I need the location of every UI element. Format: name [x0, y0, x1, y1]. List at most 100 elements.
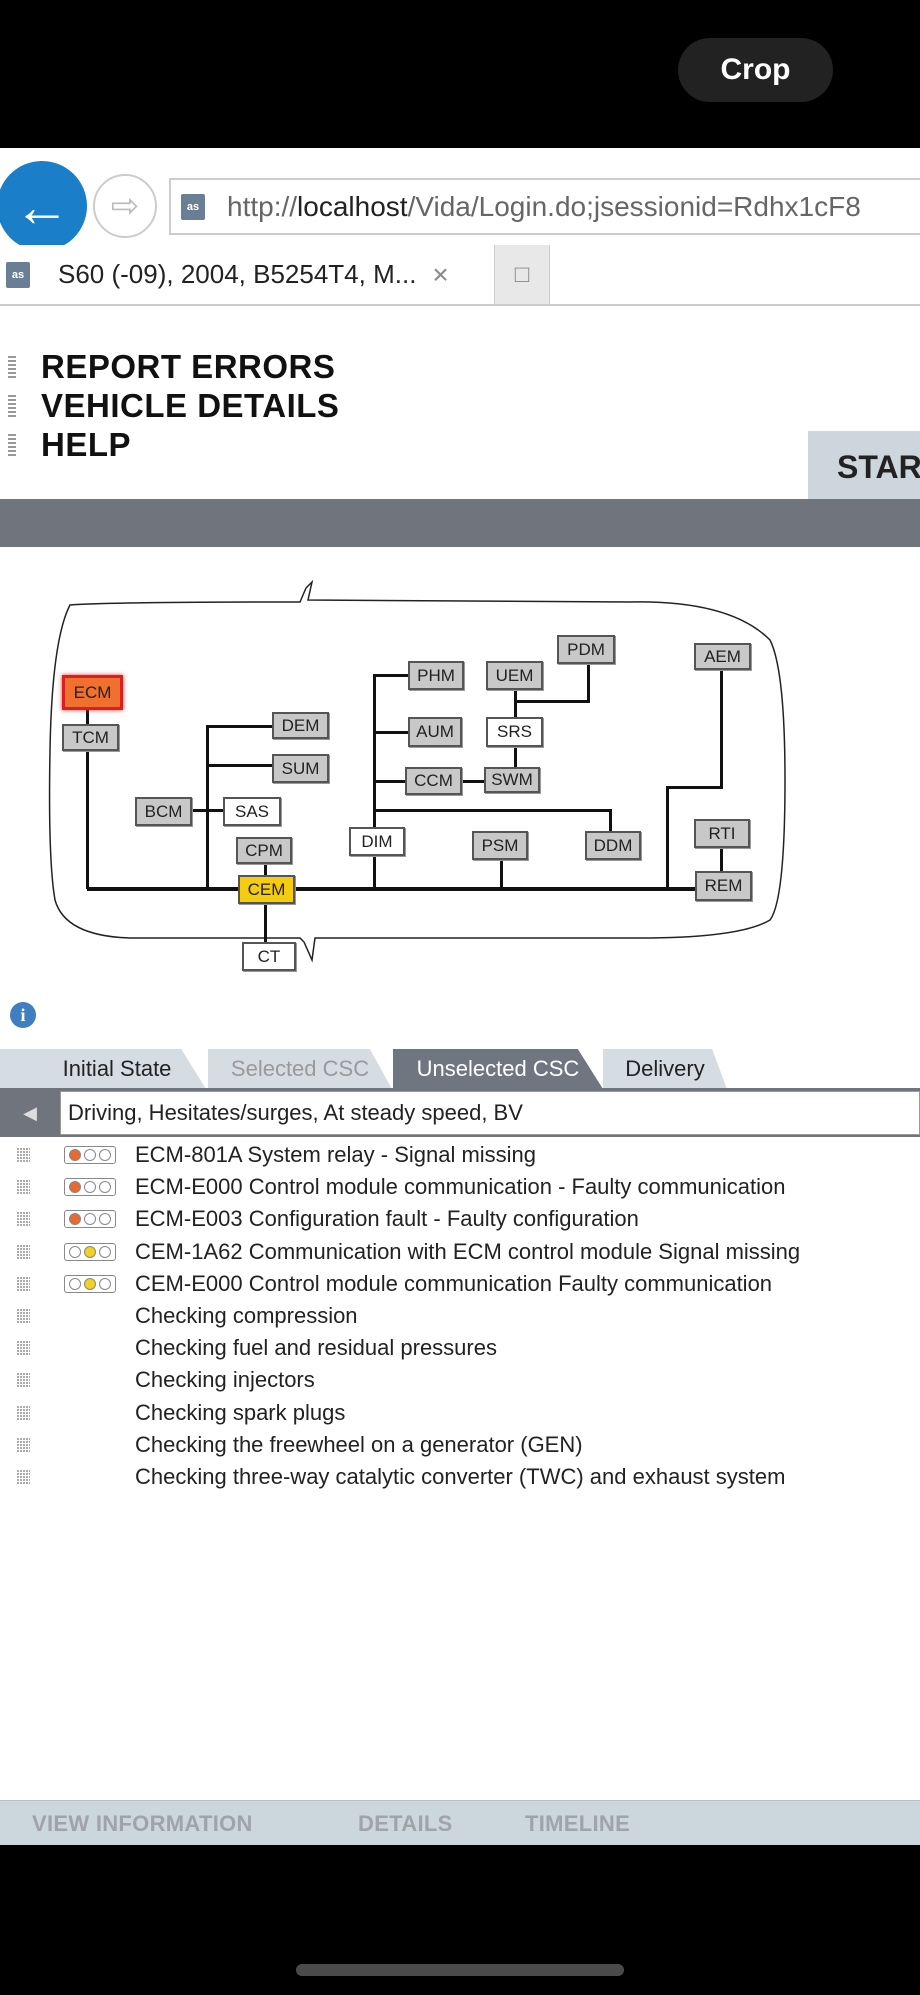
- drag-grip-icon[interactable]: [17, 1180, 30, 1195]
- aem-drop-line: [666, 786, 669, 889]
- module-rti[interactable]: RTI: [694, 819, 750, 848]
- grip-icon: [8, 434, 16, 456]
- module-ddm[interactable]: DDM: [585, 831, 641, 860]
- menu-vehicle-details[interactable]: VEHICLE DETAILS: [8, 387, 339, 425]
- drag-grip-icon[interactable]: [17, 1470, 30, 1484]
- ecm-tcm-line: [86, 710, 89, 889]
- module-srs[interactable]: SRS: [486, 717, 543, 747]
- module-dem[interactable]: DEM: [272, 712, 329, 739]
- list-item[interactable]: Checking fuel and residual pressures: [0, 1333, 920, 1363]
- forward-button[interactable]: ⇨: [93, 174, 157, 238]
- ddm-drop-line: [609, 809, 612, 831]
- menu-report-errors[interactable]: REPORT ERRORS: [8, 348, 335, 386]
- back-button[interactable]: ←: [0, 161, 87, 251]
- aem-line: [720, 670, 723, 788]
- module-tcm[interactable]: TCM: [62, 724, 119, 751]
- info-icon[interactable]: i: [10, 1002, 36, 1028]
- module-swm[interactable]: SWM: [484, 767, 540, 793]
- tab-selected-csc[interactable]: Selected CSC: [208, 1049, 392, 1089]
- car-outline: [48, 580, 786, 963]
- module-cem[interactable]: CEM: [238, 875, 295, 904]
- ccm-swm-line: [462, 780, 484, 783]
- details-button[interactable]: DETAILS: [358, 1811, 453, 1836]
- view-information-button[interactable]: VIEW INFORMATION: [32, 1811, 253, 1836]
- module-dim[interactable]: DIM: [349, 827, 405, 856]
- tab-title: S60 (-09), 2004, B5254T4, M...: [58, 259, 417, 289]
- drag-grip-icon[interactable]: [17, 1309, 30, 1323]
- list-item-text: Checking fuel and residual pressures: [135, 1335, 497, 1361]
- tab-delivery[interactable]: Delivery: [603, 1049, 727, 1089]
- list-item-text: ECM-801A System relay - Signal missing: [135, 1142, 537, 1167]
- list-item[interactable]: CEM-E000 Control module communication Fa…: [0, 1269, 920, 1299]
- new-tab-button[interactable]: □: [494, 245, 550, 304]
- back-arrow-icon: ←: [14, 174, 70, 238]
- module-sum[interactable]: SUM: [272, 754, 329, 783]
- address-bar[interactable]: as http://localhost/Vida/Login.do;jsessi…: [169, 178, 920, 235]
- list-item[interactable]: ECM-E000 Control module communication - …: [0, 1172, 920, 1202]
- list-item[interactable]: Checking the freewheel on a generator (G…: [0, 1430, 920, 1460]
- module-ecm[interactable]: ECM: [62, 675, 123, 710]
- url-text[interactable]: http://localhost/Vida/Login.do;jsessioni…: [227, 190, 861, 222]
- rti-rem-line: [720, 848, 723, 872]
- home-indicator[interactable]: [296, 1964, 624, 1976]
- drag-grip-icon[interactable]: [17, 1437, 30, 1452]
- bcm-sas-line: [192, 809, 223, 812]
- drag-grip-icon[interactable]: [17, 1276, 30, 1291]
- status-light-yellow-icon: [64, 1274, 116, 1293]
- drag-grip-icon[interactable]: [17, 1148, 30, 1162]
- drag-grip-icon[interactable]: [17, 1341, 30, 1356]
- module-uem[interactable]: UEM: [486, 661, 543, 690]
- module-aum[interactable]: AUM: [408, 717, 462, 747]
- tab-close-icon[interactable]: ×: [432, 258, 449, 290]
- module-sas[interactable]: SAS: [223, 797, 281, 826]
- list-item[interactable]: Checking three-way catalytic converter (…: [0, 1462, 920, 1492]
- module-psm[interactable]: PSM: [472, 831, 528, 860]
- list-item[interactable]: ECM-801A System relay - Signal missing: [0, 1140, 920, 1170]
- new-tab-icon: □: [514, 260, 530, 288]
- tab-unselected-csc[interactable]: Unselected CSC: [393, 1049, 603, 1089]
- ddm-line: [373, 809, 612, 812]
- module-cpm[interactable]: CPM: [236, 837, 292, 864]
- module-pdm[interactable]: PDM: [557, 635, 615, 664]
- start-tab[interactable]: STAR: [808, 431, 920, 499]
- sum-line: [206, 764, 272, 767]
- drag-grip-icon[interactable]: [17, 1212, 30, 1227]
- module-ccm[interactable]: CCM: [405, 767, 462, 795]
- list-item-text: Checking injectors: [135, 1367, 315, 1393]
- site-favicon-icon: as: [181, 193, 205, 220]
- status-light-red-icon: [64, 1146, 116, 1164]
- status-light-red-icon: [64, 1210, 116, 1229]
- module-rem[interactable]: REM: [695, 871, 752, 901]
- drag-grip-icon[interactable]: [17, 1373, 30, 1388]
- dem-line: [206, 725, 272, 728]
- browser-tab-bar: as S60 (-09), 2004, B5254T4, M... × □: [0, 245, 920, 306]
- timeline-button[interactable]: TIMELINE: [525, 1811, 631, 1836]
- tab-initial-state[interactable]: Initial State: [0, 1049, 206, 1089]
- module-phm[interactable]: PHM: [408, 661, 464, 690]
- aem-link-line: [666, 786, 723, 789]
- status-light-red-icon: [64, 1178, 116, 1197]
- complaint-field[interactable]: Driving, Hesitates/surges, At steady spe…: [60, 1091, 920, 1135]
- list-item-text: Checking compression: [135, 1303, 358, 1328]
- list-item[interactable]: Checking compression: [0, 1301, 920, 1331]
- ccm-line: [373, 780, 405, 783]
- module-bcm[interactable]: BCM: [135, 797, 192, 826]
- psm-line: [500, 860, 503, 889]
- module-ct[interactable]: CT: [242, 942, 296, 971]
- list-item-text: Checking the freewheel on a generator (G…: [135, 1431, 583, 1457]
- menu-help[interactable]: HELP: [8, 426, 131, 464]
- module-aem[interactable]: AEM: [694, 643, 751, 670]
- list-item[interactable]: Checking injectors: [0, 1365, 920, 1395]
- drag-grip-icon[interactable]: [17, 1244, 30, 1259]
- crop-button[interactable]: Crop: [678, 38, 833, 102]
- main-bus-line: [87, 887, 695, 891]
- list-item[interactable]: Checking spark plugs: [0, 1398, 920, 1428]
- browser-tab[interactable]: as S60 (-09), 2004, B5254T4, M... ×: [0, 245, 492, 304]
- collapse-arrow-icon[interactable]: ◀: [23, 1102, 37, 1123]
- vehicle-network-diagram: ECM TCM DEM SUM BCM SAS CPM CEM CT DIM P…: [0, 580, 920, 1000]
- drag-grip-icon[interactable]: [17, 1405, 30, 1420]
- header-bar: [0, 499, 920, 547]
- list-item[interactable]: ECM-E003 Configuration fault - Faulty co…: [0, 1204, 920, 1234]
- list-item[interactable]: CEM-1A62 Communication with ECM control …: [0, 1237, 920, 1267]
- grip-icon: [8, 356, 16, 378]
